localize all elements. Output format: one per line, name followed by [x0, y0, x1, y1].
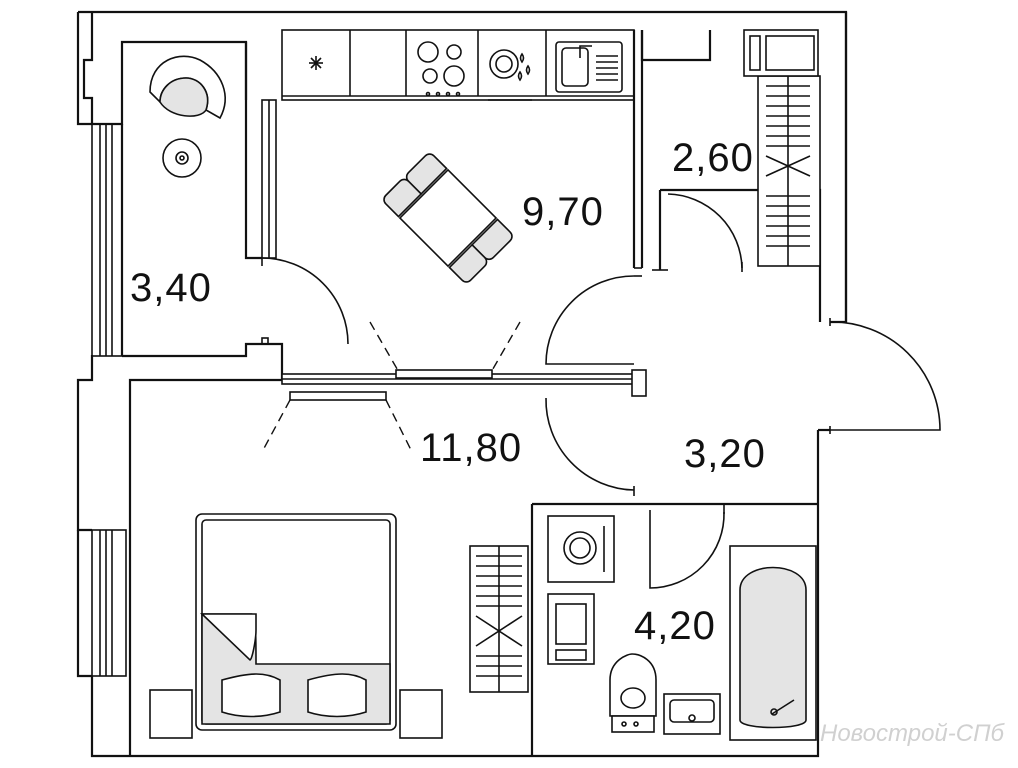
dining-table	[383, 153, 513, 283]
bathroom-shelf	[469, 545, 529, 693]
armchair	[149, 55, 226, 120]
sliding-partition	[281, 369, 647, 401]
bedroom-area-label: 11,80	[420, 426, 523, 470]
toilet	[609, 653, 657, 733]
storage-area-label: 2,60	[672, 136, 754, 180]
storage-door[interactable]	[667, 193, 743, 269]
nightstand-left	[149, 689, 193, 739]
side-table	[162, 138, 202, 178]
bathroom-cabinet	[547, 593, 595, 665]
left-window-lower	[91, 529, 127, 677]
storage-shelf	[757, 75, 821, 267]
stove-icon	[417, 41, 465, 97]
bathtub	[729, 545, 817, 741]
double-bed	[195, 513, 397, 731]
hallway-area-label: 3,20	[684, 432, 766, 476]
bedroom-door[interactable]	[545, 397, 635, 491]
bathroom-area-label: 4,20	[634, 604, 716, 648]
kitchen-door[interactable]	[545, 275, 635, 365]
washbasin	[663, 693, 721, 735]
balcony-door[interactable]	[261, 257, 349, 345]
left-window-upper	[91, 123, 123, 357]
entrance-door[interactable]	[829, 321, 941, 431]
storage-washer	[743, 29, 819, 77]
washing-machine	[547, 515, 615, 583]
balcony-area-label: 3,40	[130, 266, 212, 310]
kitchen-area-label: 9,70	[522, 190, 604, 234]
bathroom-door[interactable]	[649, 510, 725, 589]
balcony-walls	[120, 42, 284, 756]
watermark: Новострой-СПб	[819, 720, 1004, 747]
nightstand-right	[399, 689, 443, 739]
dishwasher-icon	[488, 49, 532, 101]
kitchen-sink-icon	[555, 41, 623, 93]
fridge-icon	[309, 56, 323, 70]
